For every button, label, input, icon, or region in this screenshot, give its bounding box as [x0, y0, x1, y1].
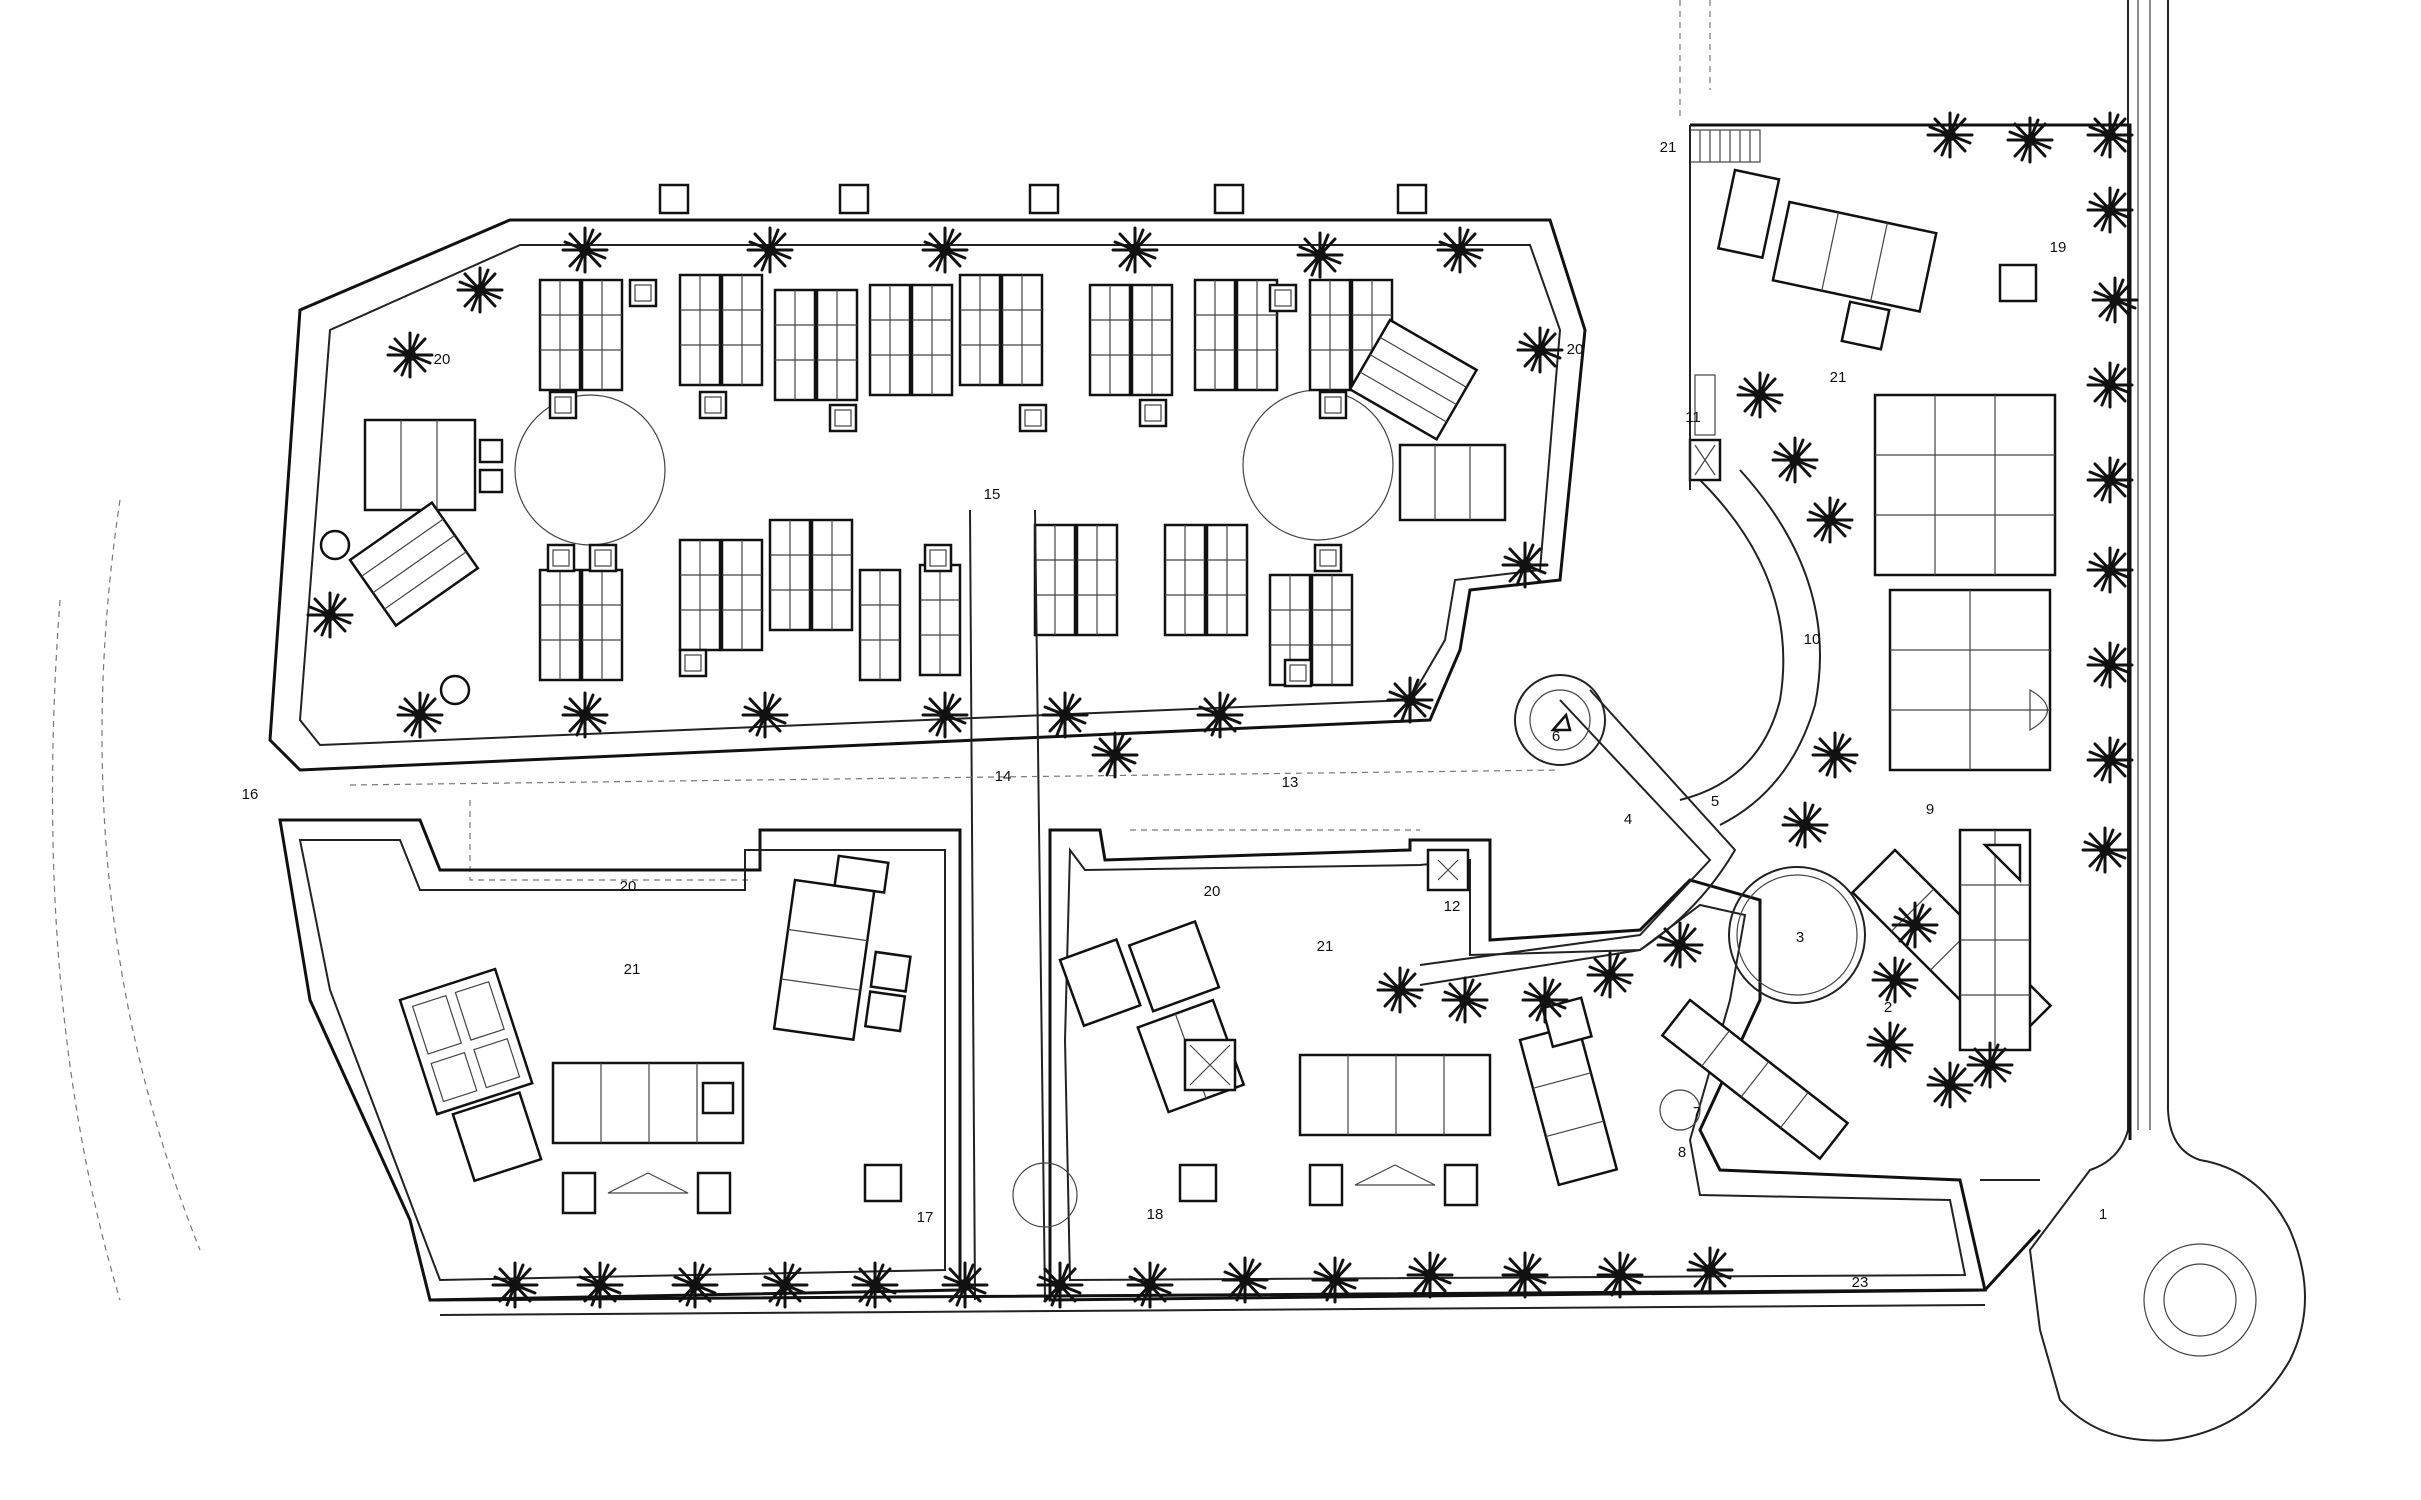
label-10: 10 — [1804, 631, 1821, 648]
label-11: 11 — [1685, 409, 1701, 426]
label-1: 1 — [2099, 1206, 2107, 1223]
label-21-c: 21 — [624, 961, 641, 978]
label-23: 23 — [1852, 1274, 1869, 1291]
label-2: 2 — [1884, 999, 1892, 1016]
label-8: 8 — [1678, 1144, 1686, 1161]
lower-middle-buildings — [1058, 919, 1619, 1207]
label-12: 12 — [1444, 898, 1461, 915]
lower-left-buildings — [398, 854, 912, 1215]
label-15: 15 — [984, 486, 1001, 503]
central-roads — [349, 509, 1561, 1301]
label-20-b: 20 — [1567, 341, 1584, 358]
label-7: 7 — [1693, 1104, 1701, 1121]
label-17: 17 — [917, 1209, 934, 1226]
label-21-b: 21 — [1830, 369, 1847, 386]
label-21-d: 21 — [1317, 938, 1334, 955]
lower-row-units — [319, 318, 1507, 706]
label-20-d: 20 — [1204, 883, 1221, 900]
label-13: 13 — [1282, 774, 1299, 791]
label-18: 18 — [1147, 1206, 1164, 1223]
label-14: 14 — [995, 768, 1012, 785]
label-6: 6 — [1552, 728, 1560, 745]
label-16: 16 — [242, 786, 259, 803]
upper-row-units — [538, 273, 1394, 433]
label-20-a: 20 — [434, 351, 451, 368]
label-4: 4 — [1624, 811, 1632, 828]
site-roads — [51, 0, 2306, 1442]
label-20-c: 20 — [620, 878, 637, 895]
lower-block — [278, 469, 1987, 1302]
right-side-buildings — [429, 123, 2132, 1316]
label-3: 3 — [1796, 929, 1804, 946]
label-9: 9 — [1926, 801, 1934, 818]
label-19: 19 — [2050, 239, 2067, 256]
plan-labels: 1 2 3 4 5 6 7 8 9 10 11 12 13 14 15 16 1… — [242, 139, 2108, 1291]
label-21-a: 21 — [1660, 139, 1677, 156]
label-5: 5 — [1711, 793, 1719, 810]
